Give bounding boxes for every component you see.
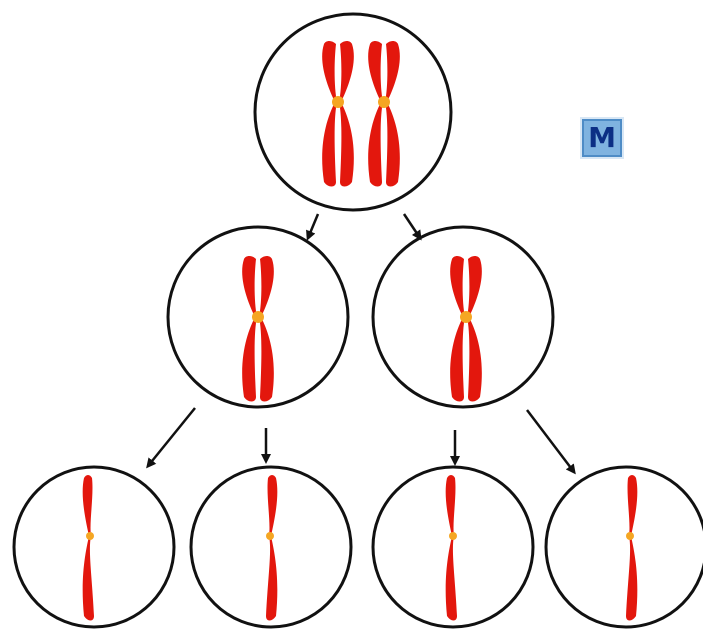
centromere: [460, 311, 472, 323]
m-badge-icon[interactable]: M: [580, 117, 624, 159]
arrow: [526, 409, 576, 475]
duplicated-chromosome: [450, 256, 482, 402]
single-chromosome: [626, 475, 638, 621]
cell-membrane: [544, 465, 703, 629]
cell-membrane: [166, 225, 350, 409]
single-chromosome: [82, 475, 94, 621]
granddaughter-cell-4: [544, 465, 703, 629]
arrow: [306, 213, 320, 241]
single-chromosome: [266, 475, 278, 621]
centromere: [332, 96, 344, 108]
granddaughter-cell-2: [189, 465, 353, 629]
cell-membrane: [12, 465, 176, 629]
centromere: [626, 532, 634, 540]
centromere: [449, 532, 457, 540]
duplicated-chromosome: [368, 41, 400, 187]
single-chromosome: [445, 475, 457, 621]
duplicated-chromosome: [242, 256, 274, 402]
arrow: [146, 407, 196, 469]
cell-membrane: [371, 225, 555, 409]
badge-label: M: [588, 121, 616, 154]
parent-cell: [253, 12, 453, 212]
centromere: [86, 532, 94, 540]
cell-membrane: [371, 465, 535, 629]
daughter-cell-left: [166, 225, 350, 409]
granddaughter-cell-3: [371, 465, 535, 629]
centromere: [252, 311, 264, 323]
granddaughter-cell-1: [12, 465, 176, 629]
arrow: [402, 213, 422, 241]
centromere: [266, 532, 274, 540]
daughter-cell-right: [371, 225, 555, 409]
duplicated-chromosome: [322, 41, 354, 187]
cell-membrane: [189, 465, 353, 629]
centromere: [378, 96, 390, 108]
cell-membrane: [253, 12, 453, 212]
